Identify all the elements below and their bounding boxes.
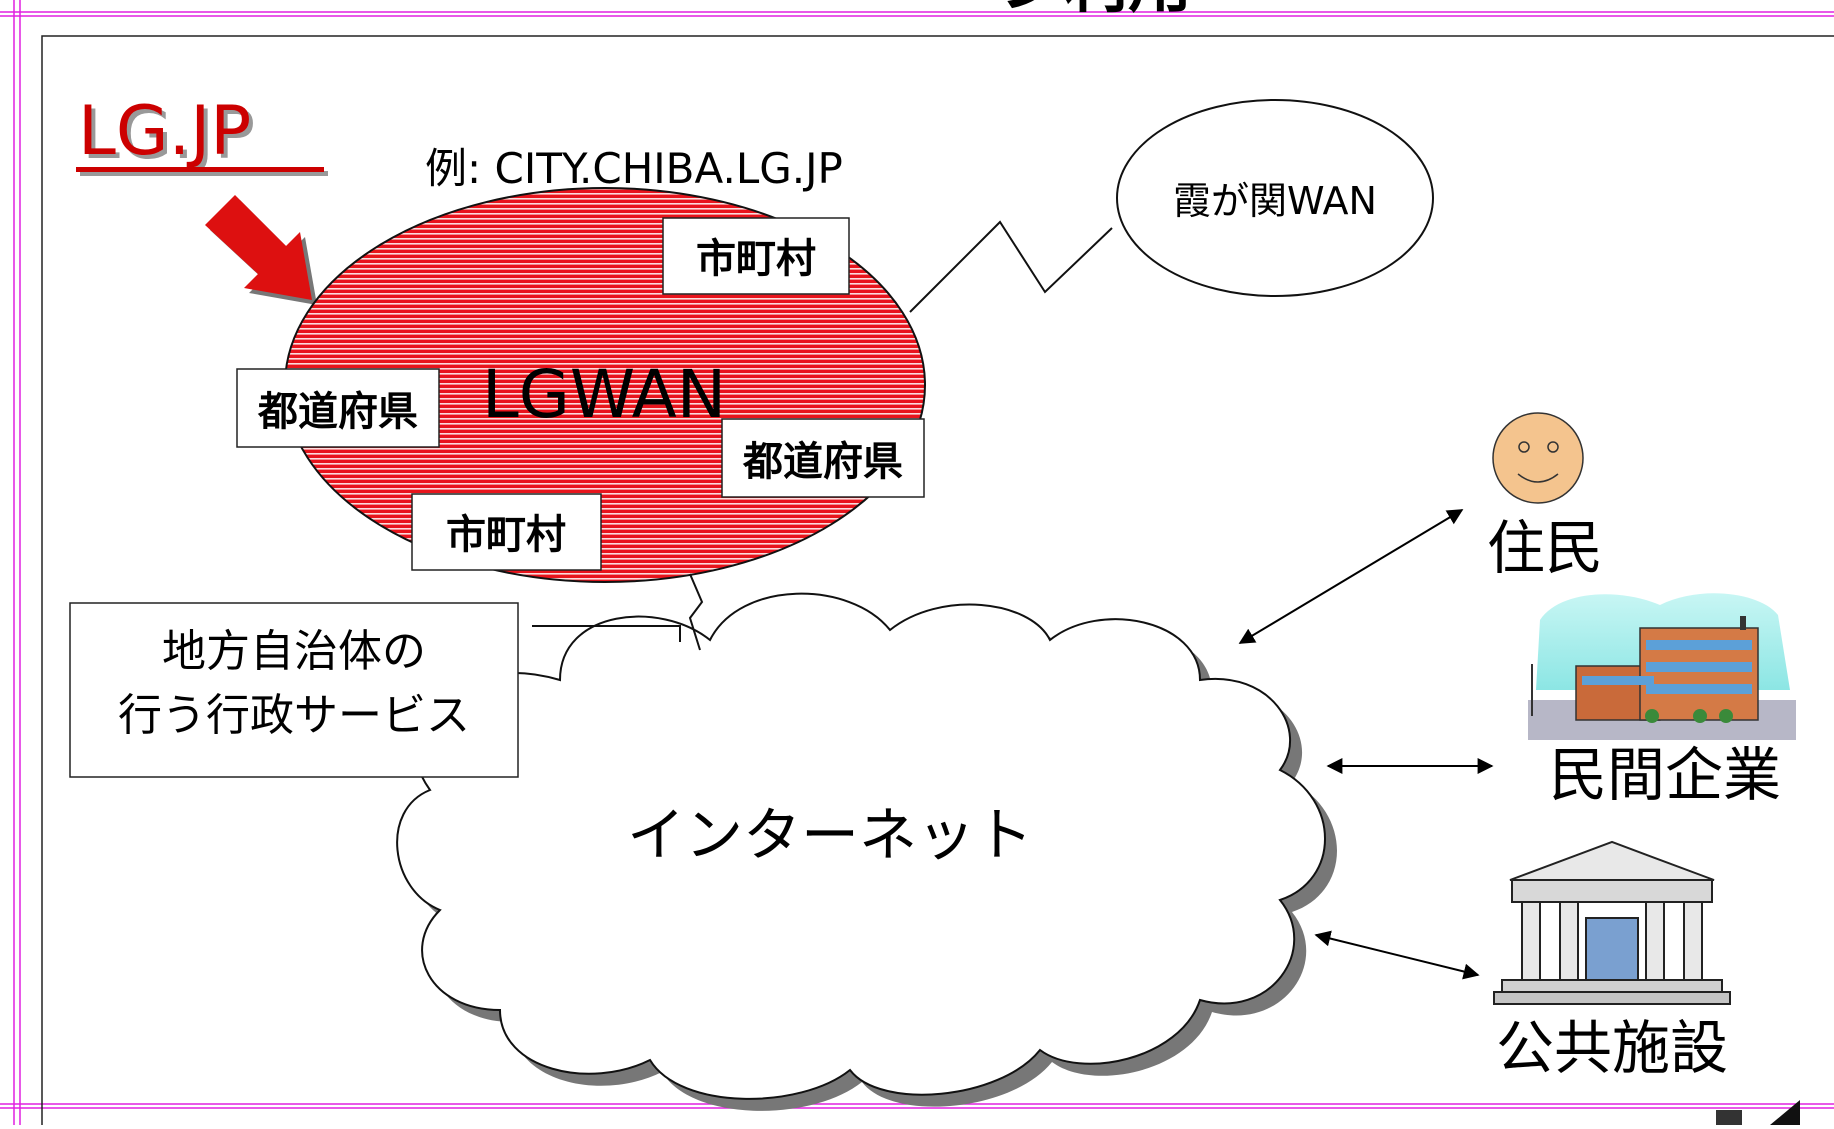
callout-connector <box>532 625 681 642</box>
lgwan-box-municipality-bottom[interactable]: 市町村 <box>411 493 602 571</box>
lgwan-box-prefecture-right[interactable]: 都道府県 <box>721 418 925 498</box>
resident-label[interactable]: 住民 <box>1487 514 1603 582</box>
lgjp-underline <box>76 167 324 172</box>
public-building-icon <box>1493 840 1731 1005</box>
lgjp-underline-shadow <box>80 171 328 176</box>
public-facility-label[interactable]: 公共施設 <box>1496 1014 1728 1082</box>
lgjp-badge[interactable]: LG.JP <box>78 92 251 171</box>
lightning-link-wan <box>909 220 1113 313</box>
box-label: 都道府県 <box>742 439 903 485</box>
office-building-icon <box>1528 593 1796 740</box>
box-label: 都道府県 <box>257 389 418 435</box>
lightning-link-internet <box>688 573 704 651</box>
kasumigaseki-wan-label: 霞が関WAN <box>1173 179 1377 223</box>
box-label: 市町村 <box>446 512 566 558</box>
top-title-fragment: ン利用 <box>1000 0 1192 22</box>
box-label: 市町村 <box>696 236 816 282</box>
lgwan-box-municipality-top[interactable]: 市町村 <box>662 217 850 295</box>
internet-cloud[interactable]: インターネット <box>396 592 1338 1111</box>
local-gov-services-box[interactable]: 地方自治体の 行う行政サービス <box>69 602 519 778</box>
arrow-public-facility <box>1314 930 1480 980</box>
corner-nav-icon[interactable] <box>1716 1100 1800 1125</box>
kasumigaseki-wan[interactable]: 霞が関WAN <box>1116 99 1434 297</box>
lgwan-box-prefecture-left[interactable]: 都道府県 <box>236 368 440 448</box>
lgjp-badge-shadow: LG.JP <box>82 96 255 175</box>
content-border <box>41 35 1834 1129</box>
example-domain: 例: CITY.CHIBA.LG.JP <box>425 144 843 193</box>
down-right-arrow-icon <box>205 195 317 305</box>
company-label[interactable]: 民間企業 <box>1549 741 1781 809</box>
smiley-face-icon <box>1492 412 1584 504</box>
arrow-resident <box>1238 509 1464 644</box>
local-gov-services-line-2: 行う行政サービス <box>118 690 470 741</box>
internet-label: インターネット <box>627 801 1033 869</box>
lgwan-label: LGWAN <box>482 356 726 433</box>
local-gov-services-line-1: 地方自治体の <box>162 626 426 677</box>
